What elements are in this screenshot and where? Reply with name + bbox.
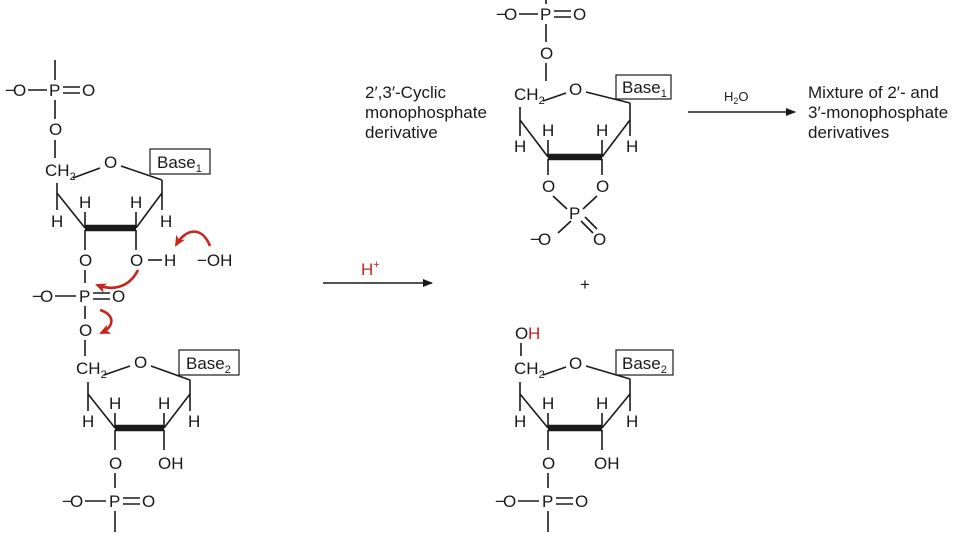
phosphorus-atom: P	[540, 5, 551, 24]
hydrogen-atom: H	[514, 412, 526, 431]
oxygen-5prime: O	[515, 324, 528, 343]
oxygen-atom: O	[573, 5, 586, 24]
hydrogen-atom: H	[158, 394, 170, 413]
hydrogen-atom: H	[514, 137, 526, 156]
base-1-label: Base1	[622, 78, 667, 100]
water-label: H2O	[724, 89, 749, 106]
cyclic-product: 2′,3′-Cyclic monophosphate derivative − …	[365, 0, 672, 249]
ch2-group: CH2	[76, 359, 107, 381]
phosphorus-atom: P	[49, 81, 60, 100]
curly-arrow-leaving	[99, 308, 113, 335]
hydrogen-2prime: H	[164, 251, 176, 270]
hydroxide-ion: −OH	[197, 251, 232, 270]
reaction-arrow: H+	[323, 259, 433, 287]
mixture-label-line2: 3′-monophosphate	[808, 103, 948, 122]
hydrogen-atom: H	[160, 212, 172, 231]
minus-charge: −	[530, 230, 540, 249]
base-1-box	[615, 74, 672, 100]
oxygen-atom: O	[112, 287, 125, 306]
oxygen-atom: O	[49, 120, 62, 139]
ch2-group: CH2	[514, 359, 545, 381]
hydroxyl-group: OH	[158, 454, 184, 473]
base-1-label: Base1	[157, 153, 202, 175]
oxygen-atom: O	[40, 287, 53, 306]
cyclic-label-line2: monophosphate	[365, 103, 487, 122]
hydrogen-atom: H	[626, 412, 638, 431]
phosphorus-center: P	[79, 287, 90, 306]
oxygen-atom: O	[504, 5, 517, 24]
hydrogen-atom: H	[130, 193, 142, 212]
oxygen-atom: O	[542, 177, 555, 196]
oxygen-atom: O	[70, 492, 83, 511]
oxygen-atom: O	[503, 492, 516, 511]
hydrogen-atom: H	[109, 394, 121, 413]
oxygen-5prime: O	[79, 321, 92, 340]
curly-arrow-attack	[95, 269, 140, 293]
minus-charge: −	[62, 492, 72, 511]
plus-sign: +	[580, 275, 590, 294]
hydrogen-atom: H	[188, 412, 200, 431]
oxygen-atom: O	[538, 230, 551, 249]
minus-charge: −	[32, 287, 42, 306]
phosphorus-atom: P	[109, 492, 120, 511]
oxygen-atom: O	[575, 492, 588, 511]
hydrogen-atom: H	[596, 121, 608, 140]
curly-arrow-hydroxide	[174, 230, 212, 247]
oxygen-3prime: O	[79, 251, 92, 270]
base-2-box	[615, 349, 674, 376]
ring-oxygen: O	[569, 354, 582, 373]
ch2-group: CH2	[514, 85, 545, 107]
cyclic-label-line3: derivative	[365, 123, 438, 142]
minus-charge: −	[5, 81, 15, 100]
oxygen-atom: O	[13, 81, 26, 100]
base-2-box	[178, 349, 240, 376]
oxygen-atom: O	[542, 454, 555, 473]
ring-oxygen: O	[104, 153, 117, 172]
new-hydrogen: H	[528, 324, 540, 343]
ring-oxygen: O	[569, 80, 582, 99]
phosphorus-atom: P	[542, 492, 553, 511]
base-1-box	[149, 148, 211, 175]
ring-oxygen: O	[134, 353, 147, 372]
hydrogen-atom: H	[596, 394, 608, 413]
oxygen-atom: O	[109, 454, 122, 473]
hydroxyl-group: OH	[594, 454, 620, 473]
hydrogen-atom: H	[542, 121, 554, 140]
oxygen-atom: O	[82, 81, 95, 100]
base-2-label: Base2	[186, 354, 231, 376]
oxygen-atom: O	[596, 177, 609, 196]
minus-charge: −	[496, 5, 506, 24]
hydrogen-atom: H	[79, 193, 91, 212]
oxygen-atom: O	[540, 44, 553, 63]
h-plus-label: H+	[361, 259, 380, 279]
cyclic-label-line1: 2′,3′-Cyclic	[365, 83, 446, 102]
oxygen-atom: O	[142, 492, 155, 511]
base-2-label: Base2	[622, 354, 667, 376]
hydrogen-atom: H	[542, 394, 554, 413]
oxygen-2prime: O	[130, 251, 143, 270]
hydrogen-atom: H	[82, 412, 94, 431]
hydrogen-atom: H	[51, 212, 63, 231]
mixture-label-line1: Mixture of 2′- and	[808, 83, 939, 102]
minus-charge: −	[495, 492, 505, 511]
rna-reactant: − O P O O CH2 O Base1 H H H H O O	[5, 60, 240, 532]
hydrogen-atom: H	[626, 137, 638, 156]
oxygen-atom: O	[593, 230, 606, 249]
mixture-label-line3: derivatives	[808, 123, 889, 142]
phosphorus-cyclic: P	[569, 204, 580, 223]
hydroxyl-product: O H CH2 O Base2 H H H H O OH − O P O	[495, 324, 674, 532]
ch2-group: CH2	[45, 161, 76, 183]
hydration-step: H2O Mixture of 2′- and 3′-monophosphate …	[688, 83, 948, 142]
